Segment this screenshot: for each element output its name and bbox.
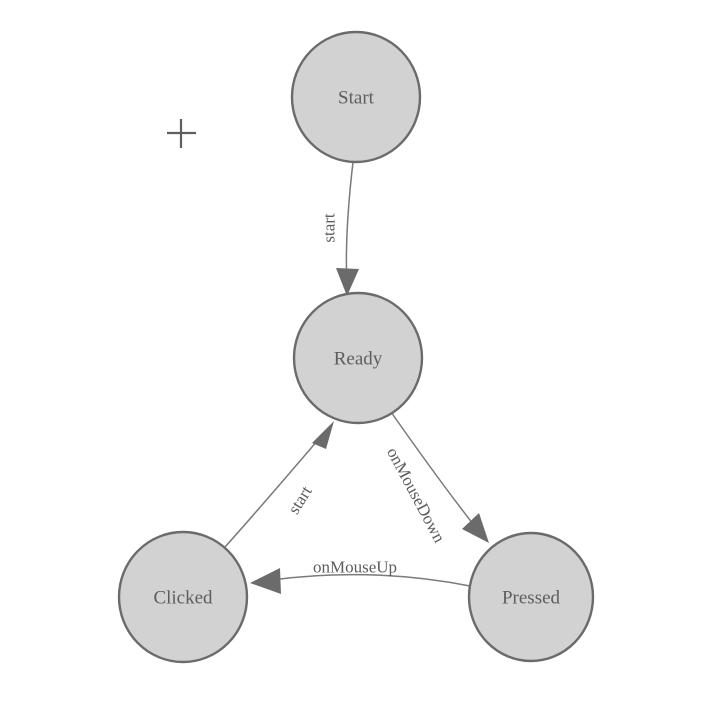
- edge-path-start-to-ready[interactable]: [345, 161, 354, 286]
- edge-label-ready-to-pressed: onMouseDown: [383, 444, 449, 546]
- node-clicked-shape[interactable]: [117, 530, 249, 664]
- edge-label-pressed-to-clicked: onMouseUp: [313, 558, 397, 577]
- node-clicked-label: Clicked: [153, 588, 213, 609]
- edge-path-clicked-to-ready[interactable]: [224, 439, 319, 548]
- node-pressed[interactable]: Pressed: [467, 531, 595, 663]
- node-start[interactable]: Start: [290, 30, 422, 164]
- arrowhead-ready-to-pressed: [462, 513, 489, 543]
- node-pressed-shape[interactable]: [467, 531, 595, 663]
- edge-start-to-ready[interactable]: start: [320, 161, 360, 296]
- arrowhead-pressed-to-clicked: [250, 568, 281, 594]
- node-ready-label: Ready: [334, 349, 383, 370]
- edge-ready-to-pressed[interactable]: onMouseDown: [383, 411, 489, 546]
- node-start-shape[interactable]: [290, 30, 422, 164]
- arrowhead-start-to-ready: [336, 268, 359, 296]
- edge-clicked-to-ready[interactable]: start: [224, 421, 334, 548]
- edge-path-pressed-to-clicked[interactable]: [271, 573, 471, 587]
- edge-label-start-to-ready: start: [320, 213, 339, 243]
- node-ready-shape[interactable]: [292, 291, 424, 425]
- edge-pressed-to-clicked[interactable]: onMouseUp: [250, 558, 471, 595]
- node-ready[interactable]: Ready: [292, 291, 424, 425]
- edge-label-clicked-to-ready: start: [284, 482, 316, 517]
- node-start-label: Start: [338, 88, 375, 109]
- crosshair-icon[interactable]: [167, 119, 196, 148]
- node-clicked[interactable]: Clicked: [117, 530, 249, 664]
- arrowhead-clicked-to-ready: [312, 421, 334, 449]
- node-pressed-label: Pressed: [502, 588, 561, 609]
